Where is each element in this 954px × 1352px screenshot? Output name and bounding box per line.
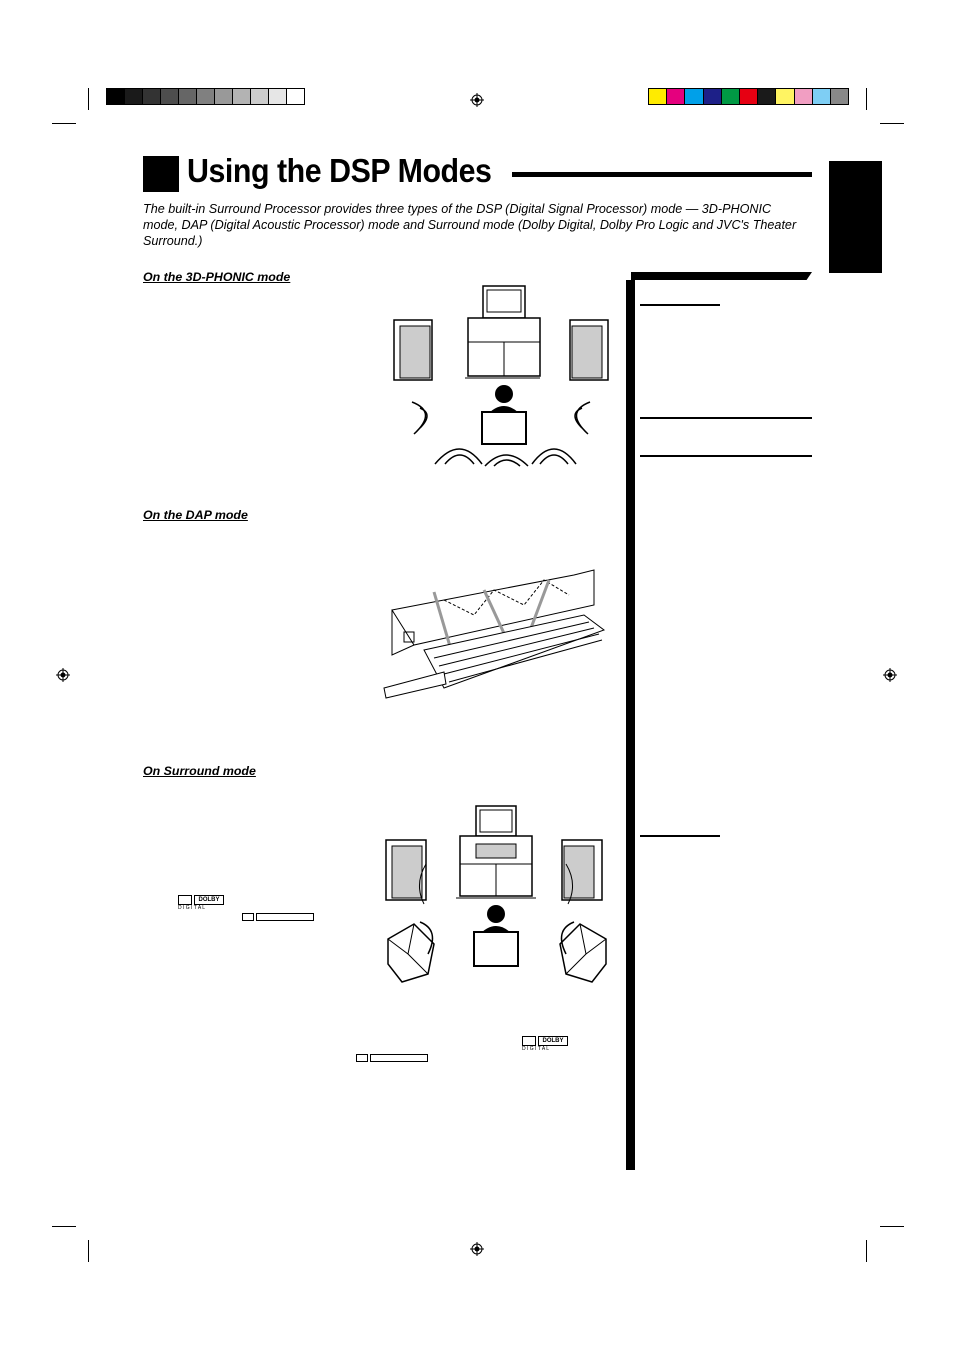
sidebar-top-bar (631, 272, 812, 280)
section-heading-3d-phonic: On the 3D-PHONIC mode (143, 270, 291, 284)
surround-illustration (385, 805, 607, 983)
language-tab (829, 161, 882, 273)
title-block (143, 156, 179, 192)
dolby-digital-logo: DOLBY D I G I T A L (178, 895, 224, 911)
color-swatch (775, 88, 795, 105)
crop-mark (880, 123, 904, 124)
section-heading-dap: On the DAP mode (143, 508, 248, 522)
color-swatch (739, 88, 759, 105)
crop-mark (88, 1240, 89, 1262)
color-swatch (720, 88, 740, 105)
crop-mark (866, 88, 867, 110)
crop-mark (866, 1240, 867, 1262)
dolby-logo-bar (242, 913, 314, 921)
color-swatch (160, 88, 179, 105)
color-swatch (811, 88, 831, 105)
color-swatch (232, 88, 251, 105)
crop-mark (880, 1226, 904, 1227)
dap-hall-illustration (383, 569, 606, 699)
crop-mark (88, 88, 89, 110)
color-swatch (684, 88, 704, 105)
crop-mark (52, 123, 76, 124)
color-swatch (286, 88, 305, 105)
sidebar-rule (640, 835, 720, 837)
dolby-logo-bar (356, 1054, 428, 1062)
color-swatch (702, 88, 722, 105)
color-swatch (268, 88, 287, 105)
page-title: Using the DSP Modes (187, 152, 492, 189)
registration-mark-icon (56, 668, 70, 682)
color-swatch (793, 88, 813, 105)
sidebar-rule (640, 417, 812, 419)
color-swatch (124, 88, 143, 105)
title-rule (512, 172, 812, 177)
sidebar-vertical-bar (626, 280, 635, 1170)
color-swatch (142, 88, 161, 105)
sidebar-rule (640, 304, 720, 306)
color-swatch (648, 88, 668, 105)
dolby-digital-logo: DOLBY D I G I T A L (522, 1036, 568, 1052)
intro-text: The built-in Surround Processor provides… (143, 202, 797, 248)
color-swatch (666, 88, 686, 105)
color-swatch (106, 88, 125, 105)
color-swatch (757, 88, 777, 105)
section-heading-surround: On Surround mode (143, 764, 256, 778)
registration-mark-icon (470, 93, 484, 107)
color-swatch (214, 88, 233, 105)
color-swatch (250, 88, 269, 105)
color-swatch (830, 88, 850, 105)
3d-phonic-illustration (393, 285, 609, 467)
registration-mark-icon (883, 668, 897, 682)
registration-mark-icon (470, 1242, 484, 1256)
color-swatch (196, 88, 215, 105)
sidebar-rule (640, 455, 812, 457)
crop-mark (52, 1226, 76, 1227)
color-swatch (178, 88, 197, 105)
